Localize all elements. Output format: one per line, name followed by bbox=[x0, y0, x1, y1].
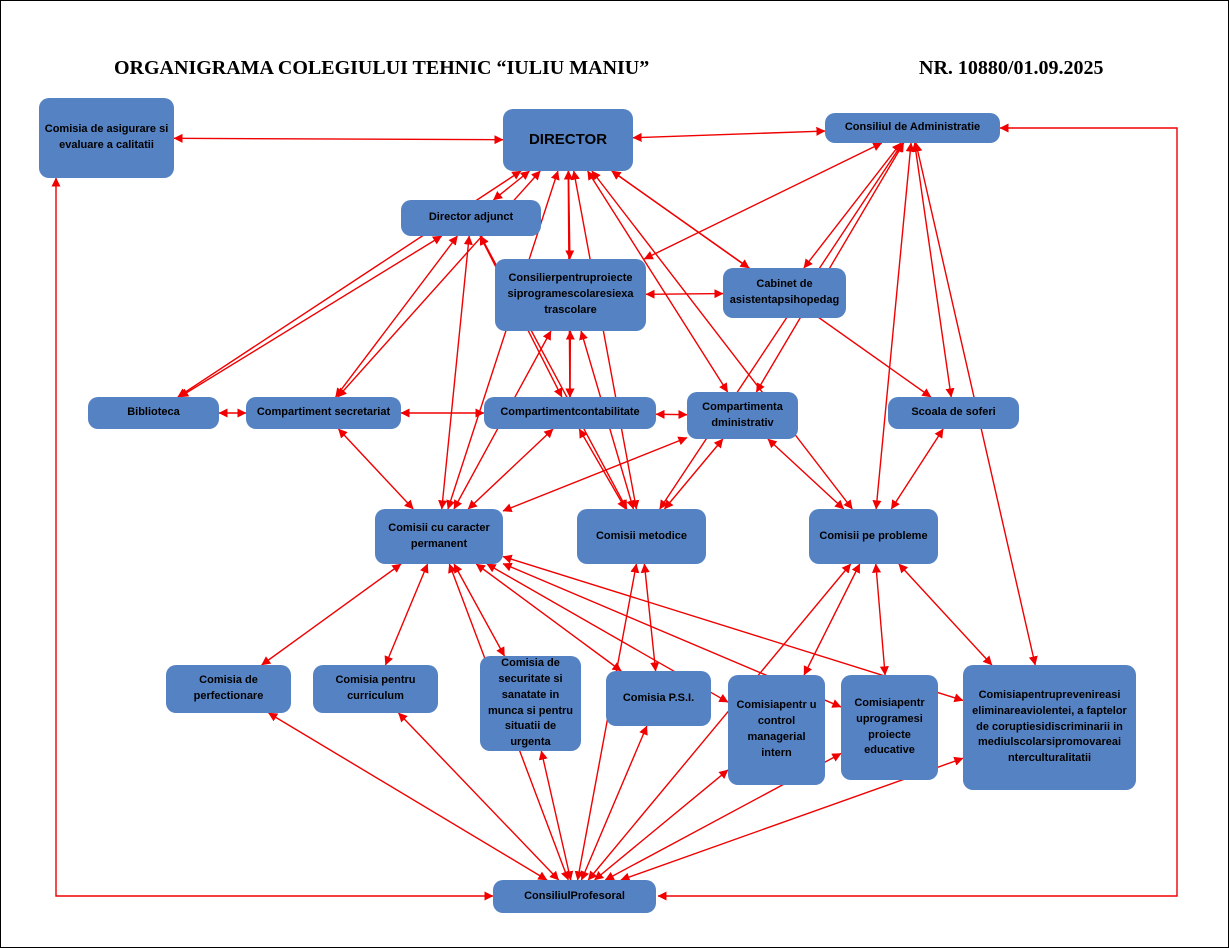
document-number: NR. 10880/01.09.2025 bbox=[919, 57, 1104, 79]
node-contabilitate: Compartimentcontabilitate bbox=[484, 397, 656, 429]
connector-arrow bbox=[384, 563, 429, 666]
connector-arrow bbox=[872, 142, 915, 510]
node-control: Comisiapentr u control managerial intern bbox=[728, 675, 825, 785]
connector-arrow bbox=[911, 142, 955, 398]
connector-arrow bbox=[803, 563, 861, 676]
node-profesoral: ConsiliulProfesoral bbox=[493, 880, 656, 913]
connector-arrow bbox=[179, 235, 443, 398]
node-consilier: Consilierpentruproiecte siprogramescolar… bbox=[495, 259, 646, 331]
node-permanente: Comisii cu caracter permanent bbox=[375, 509, 503, 564]
page-title: ORGANIGRAMA COLEGIULUI TEHNIC “IULIU MAN… bbox=[114, 57, 650, 79]
connector-arrow bbox=[871, 563, 889, 676]
node-probleme: Comisii pe probleme bbox=[809, 509, 938, 564]
node-soferi: Scoala de soferi bbox=[888, 397, 1019, 429]
node-securitate: Comisia de securitate si sanatate in mun… bbox=[480, 656, 581, 751]
connector-arrow bbox=[632, 126, 826, 142]
connector-arrow bbox=[578, 428, 627, 510]
connector-arrow bbox=[803, 142, 902, 269]
connector-arrow bbox=[261, 563, 402, 666]
node-metodice: Comisii metodice bbox=[577, 509, 706, 564]
connector-arrow bbox=[538, 750, 574, 881]
connector-arrow bbox=[663, 438, 724, 510]
connector-arrow bbox=[643, 142, 883, 260]
node-adjunct: Director adjunct bbox=[401, 200, 541, 236]
connector-arrow bbox=[467, 428, 554, 510]
node-perfectionare: Comisia de perfectionare bbox=[166, 665, 291, 713]
node-educative: Comisiapentr uprogramesi proiecte educat… bbox=[841, 675, 938, 780]
connector-arrow bbox=[335, 235, 458, 398]
node-psi: Comisia P.S.I. bbox=[606, 671, 711, 726]
node-cabinet: Cabinet de asistentapsihopedag bbox=[723, 268, 846, 318]
connector-arrow bbox=[645, 289, 724, 299]
node-curriculum: Comisia pentru curriculum bbox=[313, 665, 438, 713]
connector-arrow bbox=[337, 428, 414, 510]
connector-arrow bbox=[890, 428, 944, 510]
connector-arrow bbox=[173, 133, 504, 145]
node-administrativ: Compartimenta dministrativ bbox=[687, 392, 798, 439]
node-biblioteca: Biblioteca bbox=[88, 397, 219, 429]
connector-arrow bbox=[898, 563, 993, 666]
connector-arrow bbox=[502, 436, 688, 513]
connector-arrow bbox=[659, 142, 904, 510]
node-secretariat: Compartiment secretariat bbox=[246, 397, 401, 429]
connector-arrow bbox=[657, 123, 1178, 901]
connector-arrow bbox=[51, 177, 494, 901]
node-violenta: Comisiapentruprevenireasi eliminareaviol… bbox=[963, 665, 1136, 790]
node-administratie: Consiliul de Administratie bbox=[825, 113, 1000, 143]
node-calitate: Comisia de asigurare si evaluare a calit… bbox=[39, 98, 174, 178]
node-director: DIRECTOR bbox=[503, 109, 633, 171]
